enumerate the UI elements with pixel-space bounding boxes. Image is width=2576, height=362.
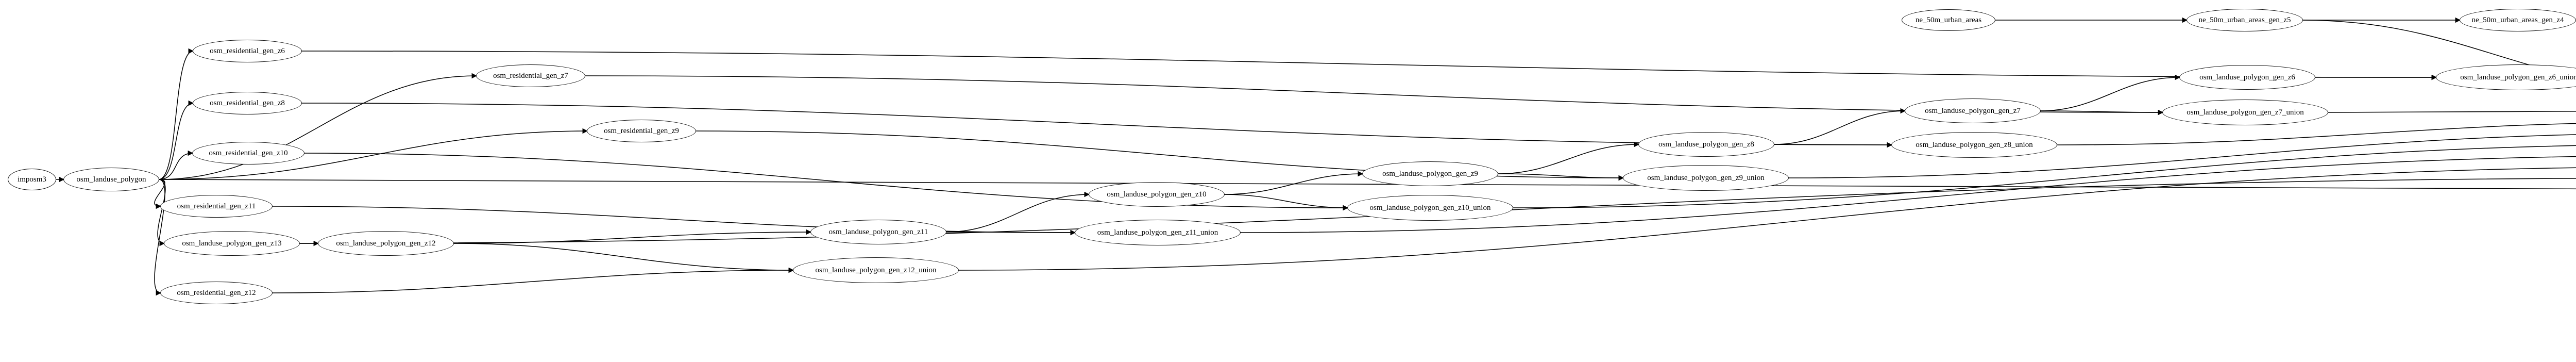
graph-edge [154,179,165,209]
graph-node-label: osm_landuse_polygon_gen_z10 [1107,190,1207,199]
graph-edge [158,73,478,180]
graph-node-label: osm_residential_gen_z7 [493,71,568,80]
graph-edge [1224,194,1349,211]
graph-node-label: osm_residential_gen_z11 [177,202,256,210]
graph-edge [158,150,194,180]
graph-edge [158,128,588,180]
graph-node-label: osm_landuse_polygon_gen_z6 [2199,73,2295,81]
graph-node-label: osm_landuse_polygon_gen_z7 [1925,106,2021,115]
graph-node-osm-landuse-polygon-gen-z9-union[interactable]: osm_landuse_polygon_gen_z9_union [1623,165,1789,191]
graph-node-label: osm_landuse_polygon_gen_z9_union [1647,173,1765,182]
graph-edge [157,179,166,246]
graph-node-osm-landuse-polygon-gen-z8-union[interactable]: osm_landuse_polygon_gen_z8_union [1891,132,2057,158]
graph-edge [2040,74,2181,111]
graph-node-label: osm_residential_gen_z6 [210,46,285,55]
graph-edge [158,48,194,180]
graph-node-label: ne_50m_urban_areas_gen_z5 [2198,15,2291,24]
graph-node-label: osm_residential_gen_z8 [210,98,285,107]
graph-edge [1512,145,2576,208]
graph-node-imposm3[interactable]: imposm3 [8,169,56,190]
graph-node-osm-residential-gen-z8[interactable]: osm_residential_gen_z8 [193,92,302,114]
graph-edge [272,267,794,293]
graph-edge [158,100,194,180]
graph-node-label: osm_landuse_polygon_gen_z12 [336,239,436,248]
graph-edge [1773,108,1906,145]
graph-node-osm-landuse-polygon-gen-z9[interactable]: osm_landuse_polygon_gen_z9 [1362,161,1498,186]
graph-node-osm-landuse-polygon-gen-z6[interactable]: osm_landuse_polygon_gen_z6 [2179,65,2315,90]
graph-node-label: osm_landuse_polygon_gen_z10_union [1369,203,1491,212]
graph-node-osm-landuse-polygon-gen-z11-union[interactable]: osm_landuse_polygon_gen_z11_union [1075,220,1241,245]
graph-edge [301,51,2437,80]
graph-node-osm-landuse-polygon-gen-z7-union[interactable]: osm_landuse_polygon_gen_z7_union [2162,100,2328,125]
graph-node-label: osm_landuse_polygon_gen_z6_union [2460,73,2576,81]
graph-node-osm-landuse-polygon-gen-z10[interactable]: osm_landuse_polygon_gen_z10 [1089,182,1225,207]
graph-node-label: osm_landuse_polygon_gen_z12_union [815,266,937,274]
graph-node-osm-residential-gen-z12[interactable]: osm_residential_gen_z12 [160,282,273,304]
graph-edge [1224,171,1364,195]
graph-edge [158,179,2576,190]
graph-node-osm-residential-gen-z9[interactable]: osm_residential_gen_z9 [587,120,696,142]
graph-node-osm-landuse-polygon-gen-z12[interactable]: osm_landuse_polygon_gen_z12 [318,231,454,256]
graph-node-ne-50m-urban-areas[interactable]: ne_50m_urban_areas [1902,9,1995,31]
graph-node-osm-landuse-polygon-gen-z11[interactable]: osm_landuse_polygon_gen_z11 [810,220,946,244]
graph-node-label: osm_residential_gen_z12 [177,288,256,297]
graph-edge [154,179,165,296]
graph-edge [453,229,812,244]
graph-edge [272,206,1076,236]
graph-node-osm-landuse-polygon-gen-z10-union[interactable]: osm_landuse_polygon_gen_z10_union [1347,195,1513,221]
graph-edge [453,243,794,273]
graph-node-ne-50m-urban-areas-gen-z4[interactable]: ne_50m_urban_areas_gen_z4 [2460,9,2576,31]
graph-node-label: osm_landuse_polygon_gen_z7_union [2187,108,2304,117]
graph-node-label: osm_landuse_polygon_gen_z8 [1658,140,1754,149]
graph-node-label: osm_landuse_polygon_gen_z13 [182,239,282,248]
graph-node-osm-residential-gen-z11[interactable]: osm_residential_gen_z11 [160,195,273,218]
graph-node-osm-landuse-polygon-gen-z8[interactable]: osm_landuse_polygon_gen_z8 [1638,132,1774,157]
graph-node-osm-residential-gen-z6[interactable]: osm_residential_gen_z6 [193,40,302,62]
graph-node-osm-residential-gen-z7[interactable]: osm_residential_gen_z7 [476,64,585,87]
graph-node-label: osm_landuse_polygon_gen_z8_union [1916,140,2033,149]
graph-node-label: osm_landuse_polygon_gen_z11 [828,227,928,236]
graph-node-label: osm_landuse_polygon_gen_z9 [1382,169,1478,178]
graph-edge [945,191,1090,233]
graph-node-osm-landuse-polygon[interactable]: osm_landuse_polygon [63,168,159,191]
graph-node-label: osm_landuse_polygon_gen_z11_union [1097,228,1218,237]
graph-node-label: ne_50m_urban_areas [1915,15,1982,24]
graph-node-label: osm_residential_gen_z9 [604,126,679,135]
graph-edge [2302,20,2576,77]
graph-edge [2056,123,2576,145]
graph-edge [1497,141,1640,174]
graph-edge [1788,134,2576,178]
graph-node-label: osm_residential_gen_z10 [209,149,288,157]
graph-node-label: ne_50m_urban_areas_gen_z4 [2471,15,2564,24]
graph-node-label: imposm3 [18,175,46,184]
graph-node-osm-landuse-polygon-gen-z7[interactable]: osm_landuse_polygon_gen_z7 [1905,98,2041,123]
graph-node-osm-landuse-polygon-gen-z12-union[interactable]: osm_landuse_polygon_gen_z12_union [793,257,959,283]
graph-edge [958,167,2576,271]
graph-edge [301,103,1893,148]
graph-edge [2327,110,2576,113]
graph-node-osm-residential-gen-z10[interactable]: osm_residential_gen_z10 [192,142,304,164]
graph-edge [584,75,2164,116]
graph-node-osm-landuse-polygon-gen-z6-union[interactable]: osm_landuse_polygon_gen_z6_union [2436,64,2576,90]
graph-node-ne-50m-urban-areas-gen-z5[interactable]: ne_50m_urban_areas_gen_z5 [2187,9,2303,31]
graph-edge [1240,156,2576,233]
graph-node-label: osm_landuse_polygon [76,175,146,184]
graph-node-osm-landuse-polygon-gen-z13[interactable]: osm_landuse_polygon_gen_z13 [164,231,300,256]
